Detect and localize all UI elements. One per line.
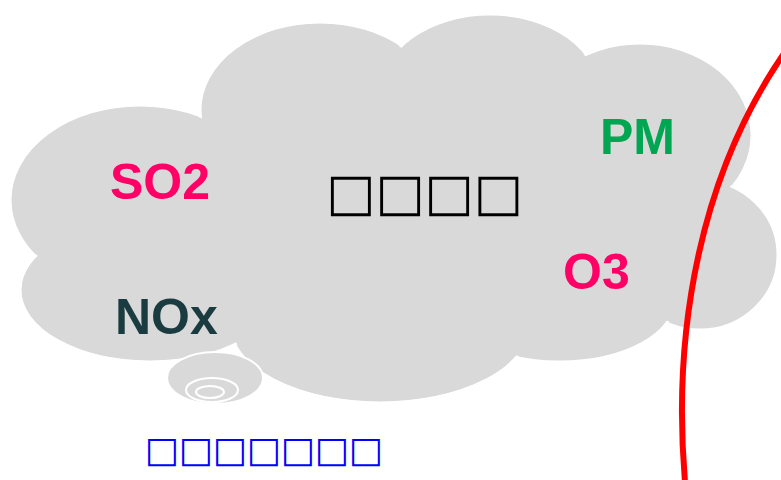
pollutant-label: PM — [600, 112, 675, 162]
pollutant-label: O3 — [563, 247, 630, 297]
pollution-cloud: PM SO2 □□□□ O3NOx — [0, 0, 781, 425]
pollutant-label: NOx — [115, 292, 218, 342]
pollutant-label: SO2 — [110, 157, 210, 207]
source-label: □□□□□□□ — [145, 432, 383, 468]
red-curve-line — [682, 45, 781, 480]
cloud-title: □□□□ — [326, 166, 523, 218]
